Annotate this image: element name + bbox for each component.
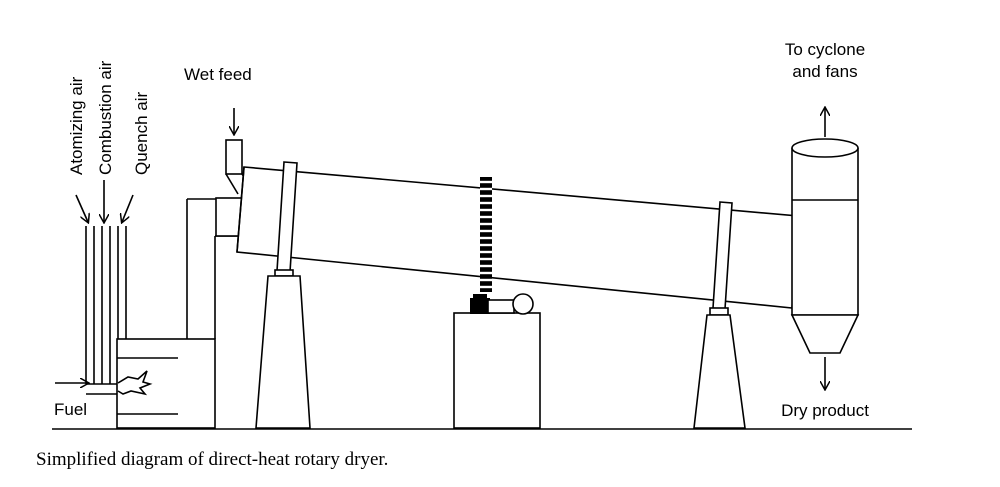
label-wet-feed: Wet feed [184,65,252,84]
drive-base [453,312,541,429]
label-and-fans: and fans [792,62,857,81]
combustion-chamber [116,338,216,429]
drive-motor [470,293,534,315]
figure-caption: Simplified diagram of direct-heat rotary… [36,449,388,470]
burner-flame-icon [117,370,153,396]
air-supply-pipes [85,226,127,395]
support-pier-right [693,314,746,429]
girth-gear [480,177,492,292]
discharge-housing [790,138,860,354]
label-fuel: Fuel [54,400,87,419]
label-atomizing-air: Atomizing air [67,76,86,175]
quench-air-arrow [122,194,134,222]
feed-chute [225,139,253,195]
atomizing-air-arrow [75,194,88,222]
label-to-cyclone: To cyclone [785,40,865,59]
label-combustion-air: Combustion air [96,60,115,175]
label-quench-air: Quench air [132,92,151,175]
support-pier-left [255,275,311,429]
label-dry-product: Dry product [781,401,869,420]
